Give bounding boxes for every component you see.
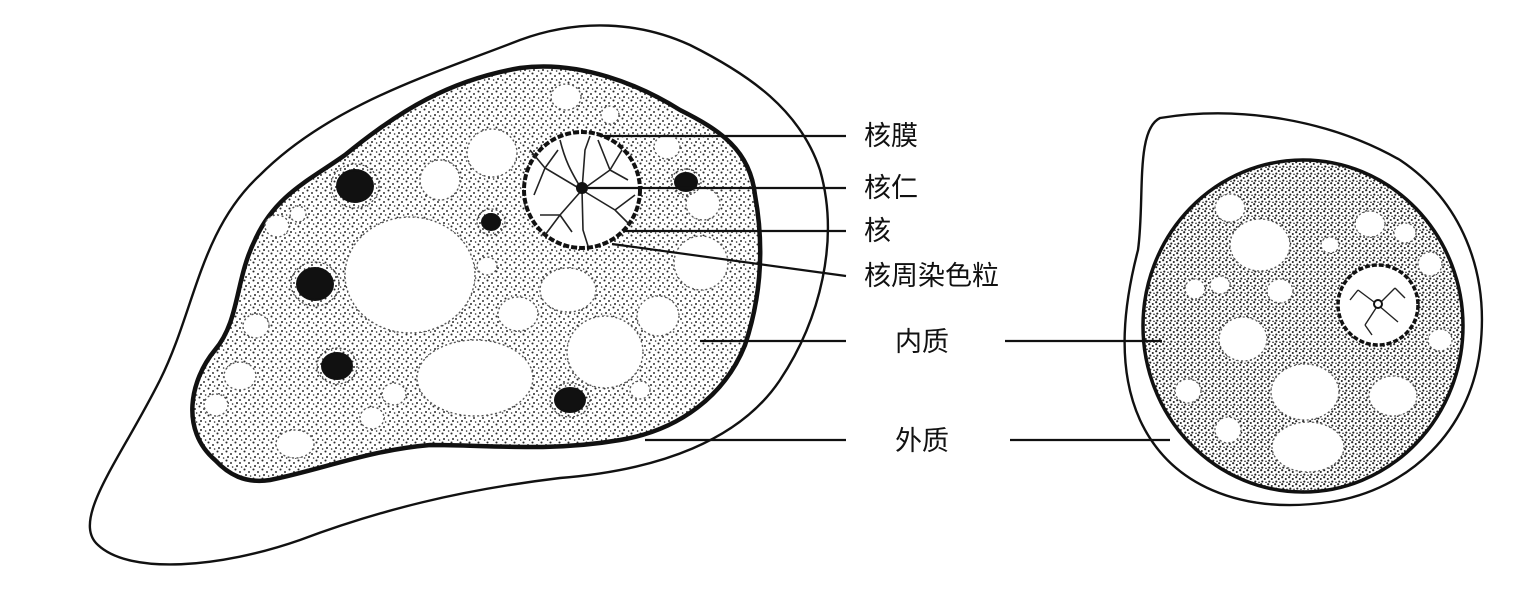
rounded-vacuoles — [1174, 193, 1453, 473]
trophozoite-nucleus — [522, 130, 642, 250]
trophozoite-endoplasm — [190, 64, 763, 484]
rounded-nucleolus — [1373, 299, 1383, 309]
labels: 核膜 核仁 核 核周染色粒 内质 外质 — [864, 121, 999, 457]
label-endoplasm: 内质 — [895, 327, 949, 358]
label-ectoplasm: 外质 — [895, 426, 949, 457]
trophozoite-food-granules — [296, 169, 698, 413]
label-peripheral-chromatin: 核周染色粒 — [864, 261, 999, 292]
leader-peripheral-chromatin — [611, 242, 847, 278]
leader-lines — [588, 134, 1170, 442]
nuclear-chromatin-network — [529, 135, 636, 247]
rounded-cell — [1123, 112, 1484, 507]
trophozoite-cell — [88, 24, 830, 566]
trophozoite-vacuoles — [203, 83, 729, 459]
rounded-nucleus — [1336, 263, 1420, 347]
label-nuclear-membrane: 核膜 — [864, 121, 918, 152]
nucleolus — [576, 182, 588, 194]
label-nucleolus: 核仁 — [864, 173, 918, 204]
label-nucleus: 核 — [864, 216, 891, 247]
